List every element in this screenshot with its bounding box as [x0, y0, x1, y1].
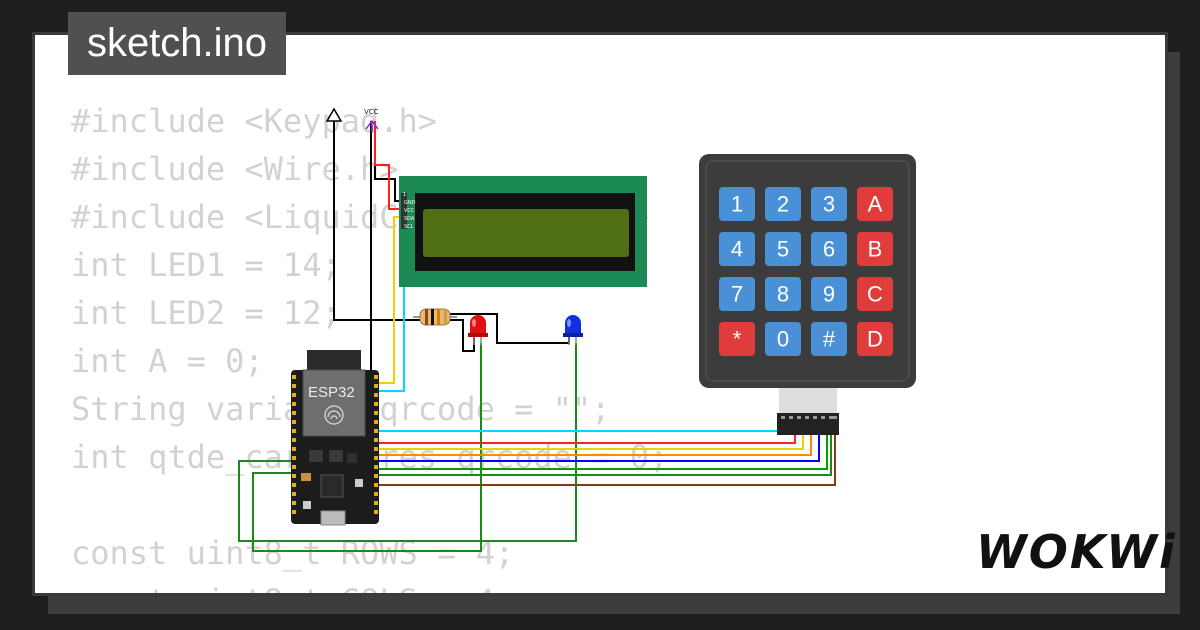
keypad-key-1[interactable]: 1 [719, 187, 755, 221]
esp32-board[interactable]: ESP32 [291, 350, 379, 526]
keypad-keys: 1 2 3 A 4 5 6 B 7 8 9 C * 0 # D [719, 187, 893, 356]
keypad-key-0[interactable]: 0 [765, 322, 801, 356]
keypad-key-label: 6 [823, 237, 835, 262]
keypad-key-label: A [868, 192, 883, 217]
vcc-symbol: VCC [364, 108, 379, 133]
code-line: #include <Keypad.h> [71, 102, 438, 140]
usb-port [320, 510, 346, 526]
code-line: const uint8_t COLS = 4; [71, 577, 668, 593]
esp32-pins-left [292, 375, 296, 514]
keypad-key-label: 3 [823, 192, 835, 217]
wire-resistor-led [450, 319, 475, 352]
keypad-key-label: # [823, 327, 836, 352]
resistor[interactable] [413, 308, 457, 326]
keypad-key-2[interactable]: 2 [765, 187, 801, 221]
keypad-key-3[interactable]: 3 [811, 187, 847, 221]
keypad-key-label: 4 [731, 237, 743, 262]
keypad-key-D[interactable]: D [857, 322, 893, 356]
keypad-key-label: B [868, 237, 883, 262]
keypad-key-label: 7 [731, 282, 743, 307]
wires [238, 121, 836, 552]
keypad-key-label: 5 [777, 237, 789, 262]
code-line: int LED2 = 12; [71, 294, 341, 332]
wire-keypad-6 [379, 431, 828, 470]
lcd-pin-label: SDA [404, 216, 415, 222]
keypad-key-label: C [867, 282, 883, 307]
keypad-key-7[interactable]: 7 [719, 277, 755, 311]
code-line: int LED1 = 14; [71, 246, 341, 284]
keypad-key-6[interactable]: 6 [811, 232, 847, 266]
keypad-key-label: 2 [777, 192, 789, 217]
keypad-key-label: 9 [823, 282, 835, 307]
wokwi-logo: WOKWi [976, 525, 1177, 579]
wire-keypad-4 [379, 431, 812, 456]
wire-keypad-5 [379, 431, 820, 462]
esp32-components [301, 450, 363, 509]
lcd-pin-label: VCC [404, 208, 415, 214]
wifi-icon [324, 405, 344, 425]
code-line: #include <Wire.h> [71, 150, 399, 188]
wire-led1-esp [252, 343, 482, 552]
wire-keypad-7 [379, 431, 832, 476]
wire-sda [379, 216, 403, 384]
wire-vcc-lcd [374, 121, 403, 210]
keypad-key-A[interactable]: A [857, 187, 893, 221]
keypad-key-label: D [867, 327, 883, 352]
keypad-key-label: 0 [777, 327, 789, 352]
keypad-key-B[interactable]: B [857, 232, 893, 266]
keypad-key-label: 1 [731, 192, 743, 217]
lcd-pin-label: GND [404, 200, 416, 206]
vcc-label: VCC [364, 108, 379, 116]
esp32-label: ESP32 [308, 384, 355, 401]
lcd-pin-label: 1 [403, 192, 406, 198]
preview-card: #include <Keypad.h>#include <Wire.h>#inc… [32, 32, 1168, 596]
circuit-diagram: VCC 1 GND VCC SDA SCL [238, 107, 916, 552]
wire-keypad-2 [379, 431, 796, 444]
wire-keypad-8 [379, 431, 836, 486]
lcd-display[interactable]: 1 GND VCC SDA SCL [399, 176, 647, 287]
keypad-key-label: 8 [777, 282, 789, 307]
keypad-key-8[interactable]: 8 [765, 277, 801, 311]
esp32-pins-right [374, 375, 378, 514]
file-title: sketch.ino [68, 12, 286, 75]
wire-keypad-3 [379, 431, 804, 450]
keypad-key-#[interactable]: # [811, 322, 847, 356]
keypad-key-*[interactable]: * [719, 322, 755, 356]
lcd-pin-label: SCL [404, 224, 414, 230]
keypad-key-C[interactable]: C [857, 277, 893, 311]
led-red[interactable] [468, 315, 488, 345]
keypad[interactable]: 1 2 3 A 4 5 6 B 7 8 9 C * 0 # D [699, 154, 916, 435]
keypad-connector-pins [781, 416, 837, 419]
led-blue[interactable] [563, 315, 583, 345]
keypad-ribbon [779, 388, 837, 414]
lcd-pin-header: 1 GND VCC SDA SCL [401, 192, 416, 230]
keypad-key-9[interactable]: 9 [811, 277, 847, 311]
wire-resistor-led2 [450, 313, 570, 344]
keypad-key-label: * [733, 327, 742, 352]
code-line: int A = 0; [71, 342, 264, 380]
wire-gnd [333, 121, 420, 321]
ground-symbol [325, 107, 343, 122]
keypad-key-5[interactable]: 5 [765, 232, 801, 266]
keypad-key-4[interactable]: 4 [719, 232, 755, 266]
